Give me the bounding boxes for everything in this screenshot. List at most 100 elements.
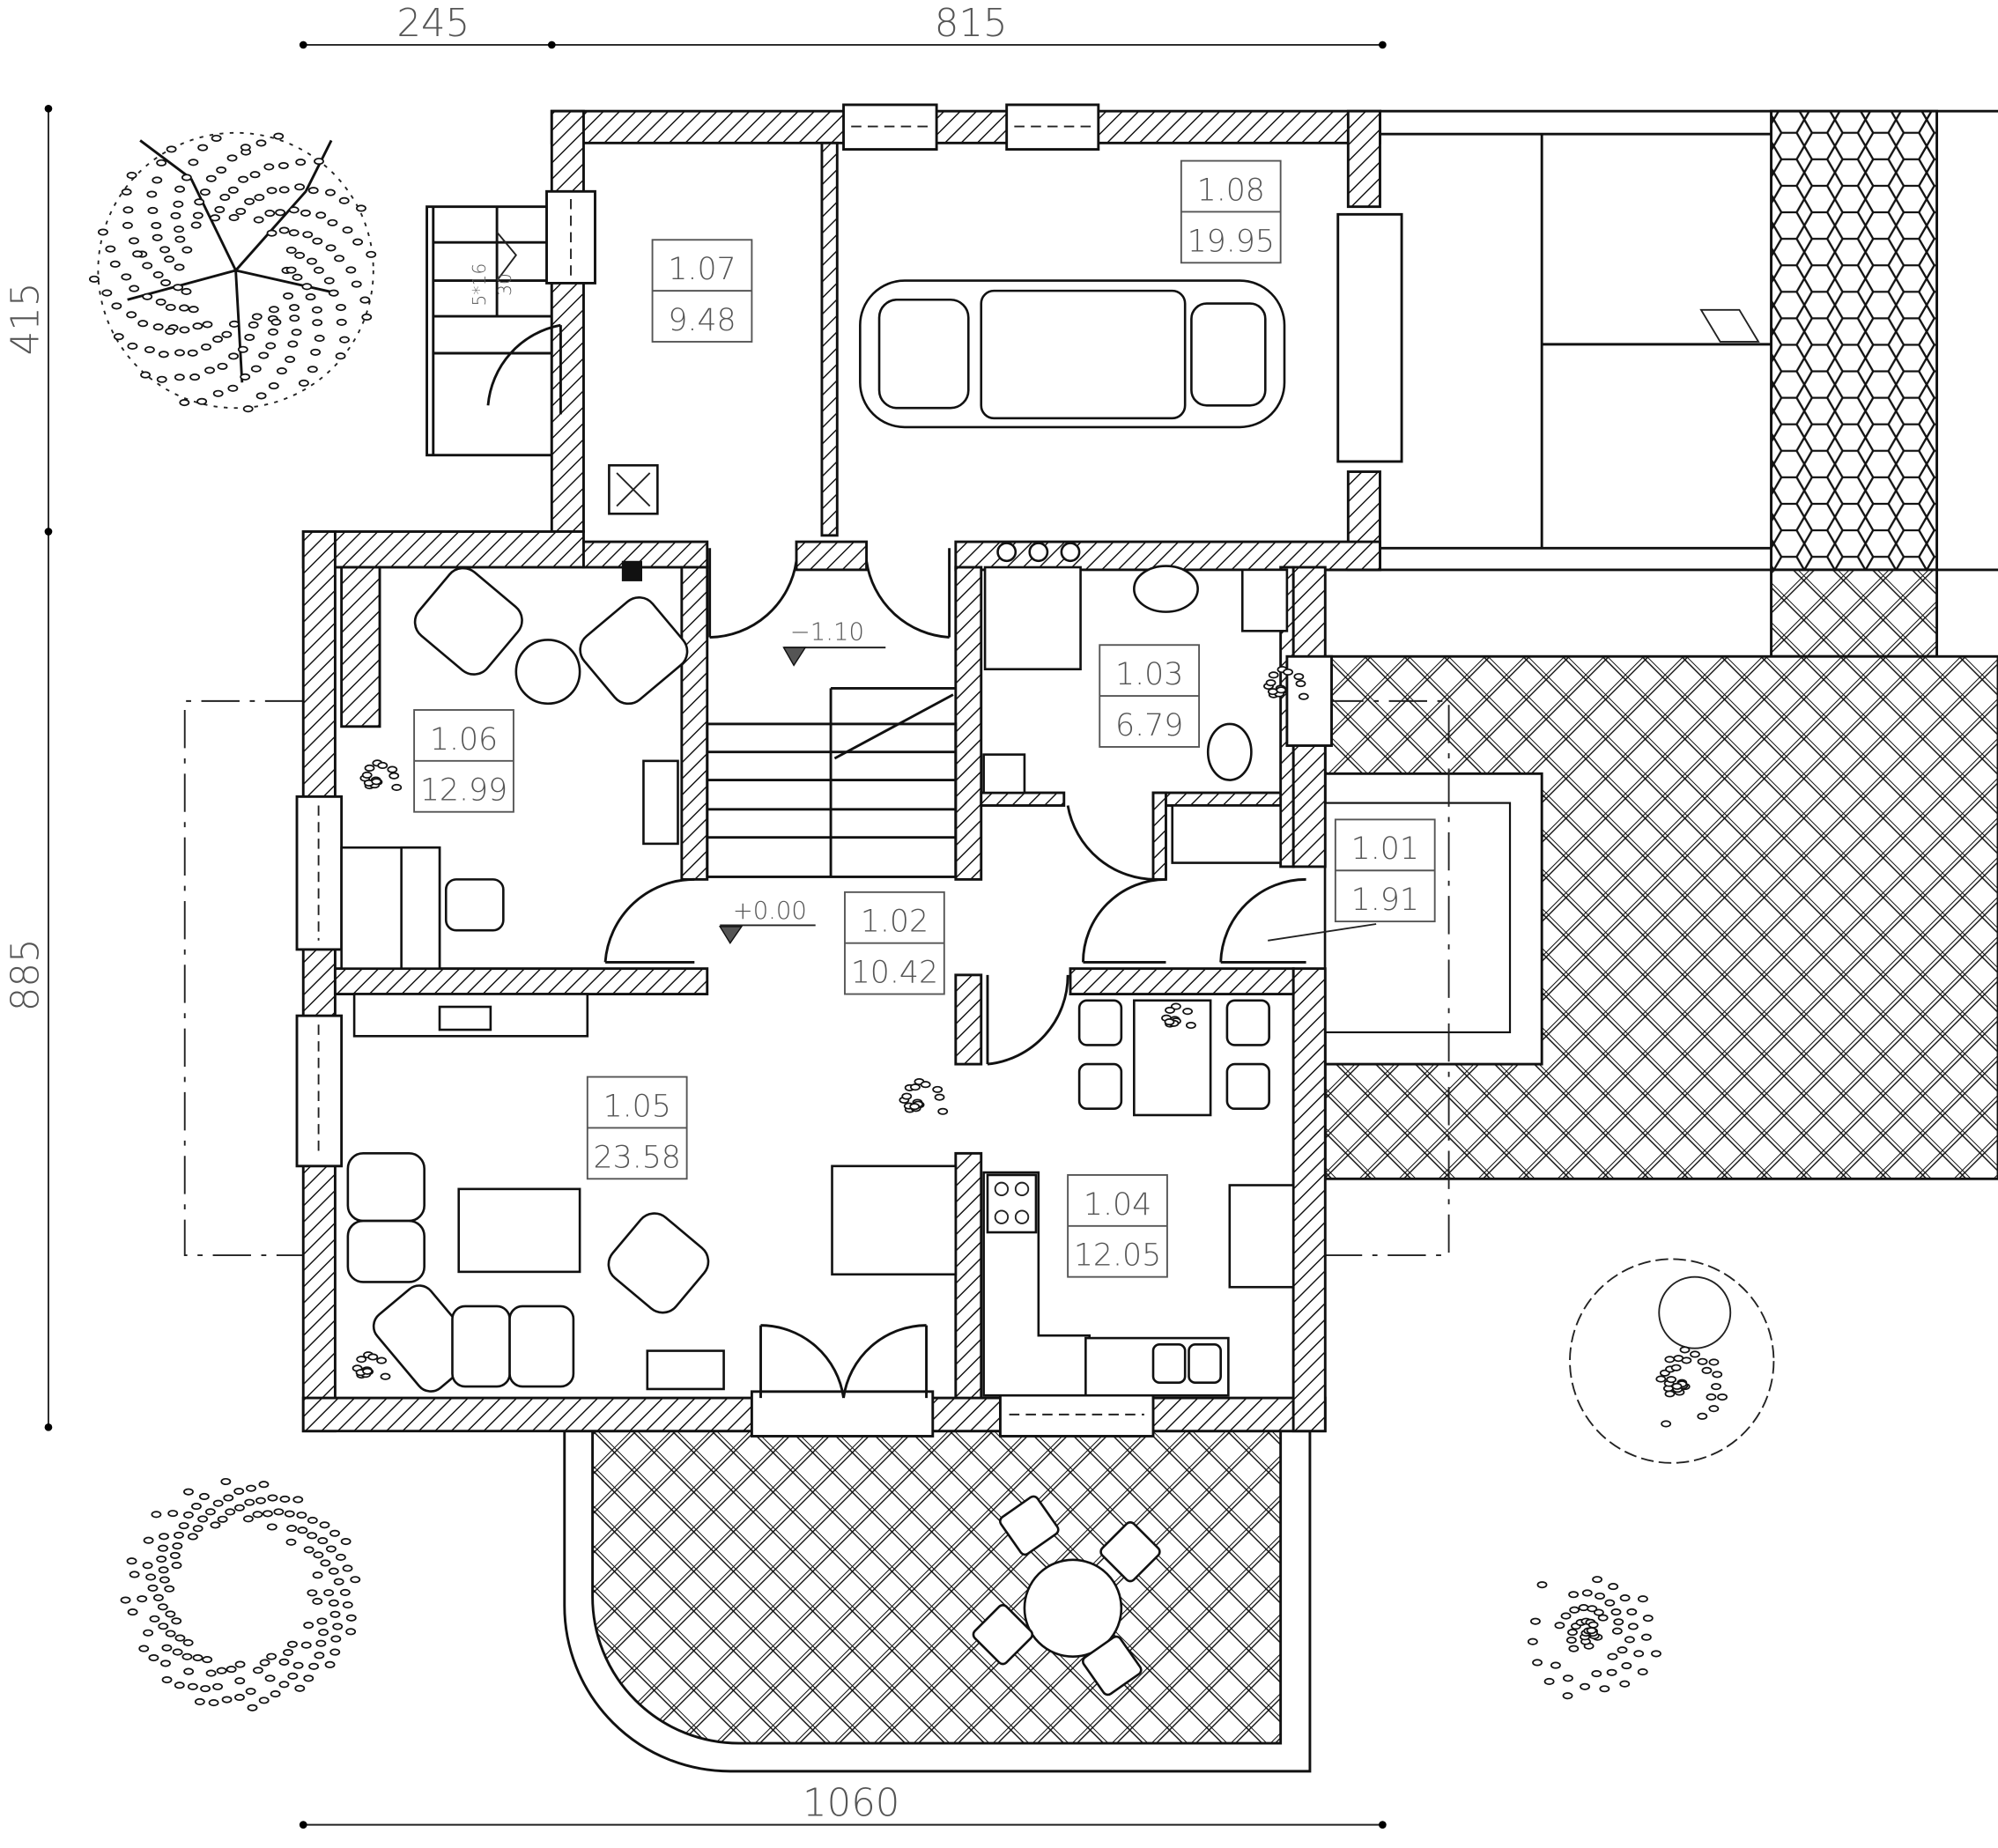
leaf-icon [235,207,247,216]
leaf-icon [159,1576,170,1584]
shrub-leaf-icon [1626,1608,1638,1616]
leaf-icon [188,159,199,166]
leaf-icon [173,200,184,208]
leaf-icon [314,158,324,166]
leaf-icon [318,1629,329,1637]
leaf-icon [356,204,366,212]
leaf-icon [179,398,190,407]
room-number: 1.06 [430,722,498,758]
entrance-terrace [1323,654,1998,1257]
plant-icon [1295,680,1306,688]
shrub-leaf-icon [1610,1608,1622,1616]
leaf-icon [300,209,311,217]
leaf-icon [253,216,264,224]
leaf-icon [143,1536,154,1544]
leaf-icon [250,365,262,373]
leaf-icon [269,306,279,314]
leaf-icon [221,330,233,338]
leaf-icon [192,211,204,219]
shrub-leaf-icon [1560,1612,1572,1620]
plant-icon [387,765,398,773]
leaf-icon [159,1533,169,1541]
leaf-icon [105,245,116,253]
leaf-icon [216,166,227,174]
driveway [1325,109,1998,658]
leaf-icon [227,186,239,194]
leaf-icon [247,1704,258,1711]
leaf-icon [148,1653,159,1662]
leaf-icon [142,292,153,300]
leaf-icon [320,1559,331,1567]
shrub-leaf-icon [1581,1589,1593,1597]
leaf-icon [201,343,211,351]
leaf-icon [183,1488,194,1496]
leaf-icon [173,284,184,292]
shrub-leaf-icon [1711,1383,1721,1391]
leaf-icon [144,345,155,354]
leaf-icon [187,349,198,357]
room-label-1-03: 1.036.79 [1099,644,1201,748]
leaf-icon [174,1531,184,1539]
leaf-icon [286,1525,298,1533]
shrub-leaf-icon [1527,1637,1538,1645]
leaf-icon [165,328,176,336]
leaf-icon [228,352,239,360]
leaf-icon [342,1601,353,1609]
shrub-leaf-icon [1568,1645,1580,1652]
leaf-icon [333,1578,344,1586]
leaf-icon [302,231,314,239]
leaf-icon [328,1567,339,1575]
leaf-icon [291,329,302,336]
leaf-icon [315,1639,327,1647]
shrub-leaf-icon [1666,1376,1677,1384]
leaf-icon [234,1660,246,1668]
leaf-icon [157,1603,168,1611]
leaf-icon [212,389,224,397]
plant-icon [361,771,373,779]
shrub-leaf-icon [1637,1668,1648,1676]
leaf-icon [316,1617,328,1625]
leaf-icon [138,1645,150,1652]
room-area: 10.42 [851,956,938,991]
leaf-icon [292,1661,304,1669]
plant-icon [388,772,400,780]
shrub-leaf-icon [1587,1621,1599,1629]
shrub-leaf-icon [1595,1592,1605,1600]
room-number: 1.05 [603,1089,671,1124]
leaf-icon [268,328,278,336]
leaf-icon [111,302,122,310]
leaf-icon [270,318,282,326]
leaf-icon [126,1557,137,1565]
leaf-icon [210,214,220,222]
leaf-icon [244,1498,255,1506]
leaf-icon [267,1494,278,1502]
shrub-leaf-icon [1532,1659,1543,1667]
shrub-leaf-icon [1661,1420,1672,1428]
shrub-leaf-icon [1655,1375,1667,1383]
shrub-leaf-icon [1670,1364,1682,1371]
leaf-icon [307,366,318,373]
plant-icon [1265,679,1276,687]
leaf-icon [137,320,149,328]
room-area: 23.58 [594,1140,681,1175]
leaf-icon [165,303,176,312]
leaf-icon [191,1503,202,1511]
leaf-icon [202,321,213,329]
shrub-leaf-icon [1708,1405,1720,1413]
leaf-icon [198,1492,210,1501]
shrub-leaf-icon [1671,1382,1683,1390]
leaf-icon [327,218,338,226]
plant-icon [356,1356,367,1364]
shrub-leaf-icon [1717,1393,1728,1401]
leaf-icon [174,235,186,243]
leaf-icon [287,340,299,348]
leaf-icon [221,1696,233,1704]
leaf-icon [340,1537,352,1546]
leaf-icon [167,1510,179,1518]
shrub-leaf-icon [1637,1595,1648,1603]
windows [295,103,1403,1438]
leaf-icon [329,1610,341,1618]
leaf-icon [255,392,267,400]
leaf-icon [132,250,144,258]
